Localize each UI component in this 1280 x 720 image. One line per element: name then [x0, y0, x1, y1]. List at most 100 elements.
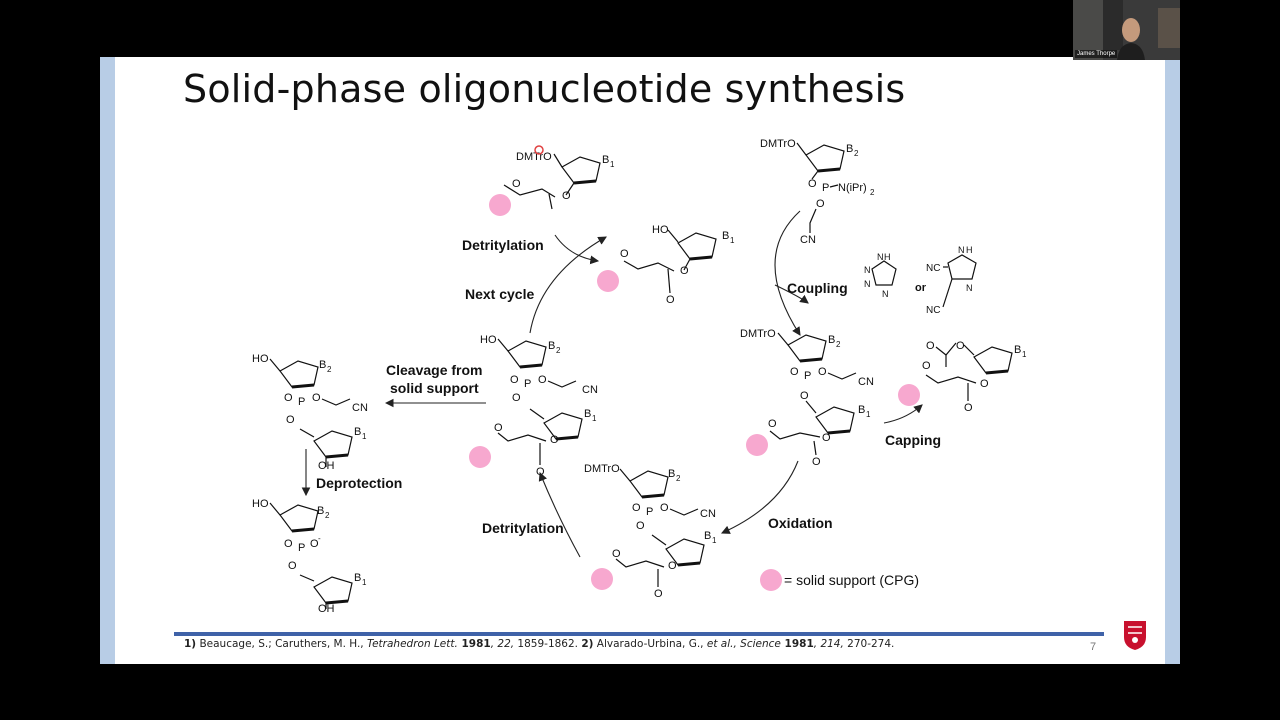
label-sub: 1 — [592, 414, 597, 423]
label-b: B — [704, 530, 711, 542]
label-o: O — [632, 502, 641, 514]
label-o: O — [562, 190, 571, 202]
label-ho: HO — [652, 224, 669, 236]
slide-left-bar — [100, 57, 115, 664]
slide-title: Solid-phase oligonucleotide synthesis — [183, 67, 906, 111]
ref2-etal: et al., — [706, 638, 737, 650]
ref2-number: 2) — [581, 638, 594, 650]
step-cleavage-line1: Cleavage from — [386, 362, 482, 378]
webcam-thumbnail[interactable]: James Thorpe — [1073, 0, 1180, 60]
references: 1) Beaucage, S.; Caruthers, M. H., Tetra… — [184, 638, 894, 650]
step-deprotection: Deprotection — [316, 475, 402, 491]
label-p: P — [804, 370, 811, 382]
label-n: N — [864, 279, 871, 289]
ref1-journal: Tetrahedron Lett. — [366, 638, 458, 650]
label-n: N — [882, 289, 889, 299]
arrow-capping — [883, 404, 923, 424]
label-o: O — [818, 366, 827, 378]
label-sub: 1 — [362, 432, 367, 441]
footer-rule — [174, 632, 1104, 636]
label-o: O — [666, 294, 675, 306]
arrow-oxidation — [720, 460, 799, 534]
step-detritylation-top: Detritylation — [462, 237, 544, 253]
step-oxidation: Oxidation — [768, 515, 833, 531]
structure-phosphoramidite: DMTrO B 2 O P N(iPr) 2 O CN — [760, 138, 875, 246]
label-o: O — [654, 588, 663, 600]
ref2-year: 1981 — [780, 638, 814, 650]
ref1-authors: Beaucage, S.; Caruthers, M. H., — [196, 638, 367, 650]
label-n: N — [966, 283, 973, 293]
label-o: O — [494, 422, 503, 434]
label-b: B — [317, 505, 324, 517]
label-ho: HO — [480, 334, 497, 346]
label-sub: 1 — [1022, 350, 1027, 359]
solid-support-bead — [591, 568, 613, 590]
label-ho: HO — [252, 498, 269, 510]
label-o: O — [808, 178, 817, 190]
label-o: O — [284, 392, 293, 404]
label-o: O — [964, 402, 973, 414]
arrow-next-cycle — [529, 236, 607, 334]
label-o: O — [312, 392, 321, 404]
label-o: O — [980, 378, 989, 390]
label-o: O — [790, 366, 799, 378]
page-number: 7 — [1090, 641, 1097, 653]
structure-detritylated: HO B 1 O O O — [597, 224, 735, 306]
label-cn: CN — [800, 234, 816, 246]
label-b: B — [858, 404, 865, 416]
label-sub: 1 — [730, 236, 735, 245]
label-o: O — [680, 265, 689, 277]
label-ho: HO — [252, 353, 269, 365]
label-b: B — [319, 359, 326, 371]
ref1-volume: , 22, — [490, 638, 515, 650]
label-p: P — [822, 182, 829, 194]
structure-capped: O O B 1 O O O — [898, 340, 1027, 414]
label-p: P — [298, 542, 305, 554]
slide-right-bar — [1165, 57, 1180, 664]
label-dmtro: DMTrO — [740, 328, 776, 340]
ref2-pages: 270-274. — [843, 638, 895, 650]
label-b: B — [602, 154, 609, 166]
label-o: O — [512, 392, 521, 404]
label-sub: 1 — [610, 160, 615, 169]
step-detritylation-bottom: Detritylation — [482, 520, 564, 536]
label-cn: CN — [352, 402, 368, 414]
ref1-number: 1) — [184, 638, 197, 650]
arrow-coupling — [774, 210, 801, 336]
label-o: O — [822, 432, 831, 444]
label-o: O — [510, 374, 519, 386]
step-cleavage-line2: solid support — [390, 380, 479, 396]
label-o: O — [288, 560, 297, 572]
label-cn: CN — [700, 508, 716, 520]
ref1-year: 1981 — [457, 638, 491, 650]
synthesis-cycle-diagram: DMTrO B 1 O O HO B 1 O — [252, 138, 1027, 615]
label-sub: 2 — [556, 346, 561, 355]
structure-center-dimer: HO B 2 O P O CN O B 1 O O O — [469, 334, 598, 478]
label-cn: CN — [582, 384, 598, 396]
label-o: O — [512, 178, 521, 190]
label-o: O — [800, 390, 809, 402]
label-b: B — [722, 230, 729, 242]
label-b: B — [1014, 344, 1021, 356]
label-sub: 2 — [327, 365, 332, 374]
step-next-cycle: Next cycle — [465, 286, 534, 302]
solid-support-bead — [898, 384, 920, 406]
label-h: H — [966, 245, 973, 255]
solid-support-bead — [489, 194, 511, 216]
arrow-coupling-in — [774, 284, 809, 304]
step-or: or — [915, 282, 927, 294]
structure-coupled: DMTrO B 2 O P O CN O B 1 O O O — [740, 328, 874, 468]
label-o: O — [536, 466, 545, 478]
label-b: B — [354, 426, 361, 438]
label-o: O — [286, 414, 295, 426]
webcam-video — [1073, 0, 1180, 60]
label-o: O — [660, 502, 669, 514]
label-o: O — [538, 374, 547, 386]
label-dmtro: DMTrO — [584, 463, 620, 475]
label-sub: 1 — [866, 410, 871, 419]
label-b: B — [354, 572, 361, 584]
structure-cleaved: HO B 2 O P O CN O B 1 OH — [252, 353, 368, 472]
label-o: O — [812, 456, 821, 468]
structure-deprotected: HO B 2 O P O - O B 1 OH — [252, 498, 367, 615]
solid-support-bead — [746, 434, 768, 456]
